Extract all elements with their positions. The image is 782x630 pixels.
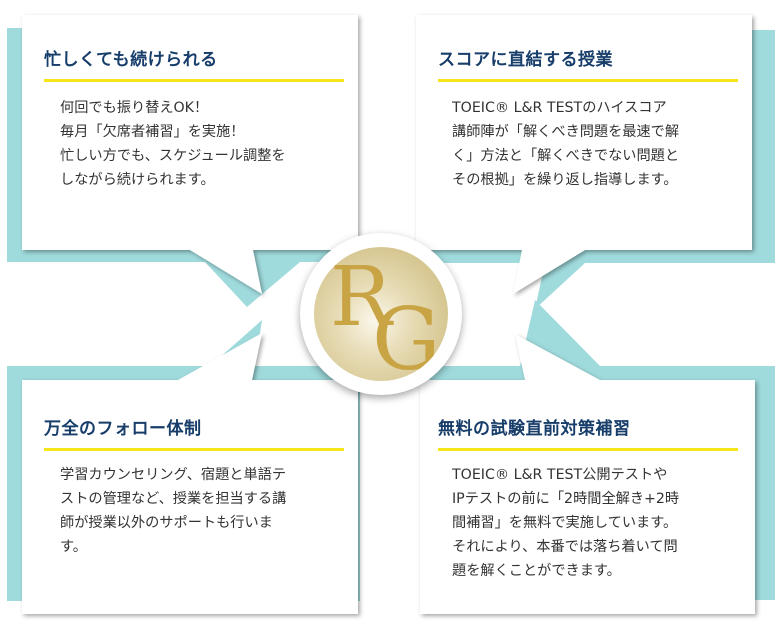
rg-logo: R G (300, 233, 462, 395)
title-underline (44, 79, 344, 82)
card-body: TOEIC® L&R TESTのハイスコア 講師陣が「解くべき問題を最速で解 く… (452, 100, 680, 188)
title-underline (438, 79, 738, 82)
title-underline (44, 448, 344, 451)
card-body: 何回でも振り替えOK！ 毎月「欠席者補習」を実施！ 忙しい方でも、スケジュール調… (60, 100, 286, 188)
card-title: スコアに直結する授業 (438, 50, 613, 70)
white-callouts (22, 15, 755, 614)
logo-letter-g: G (372, 290, 441, 381)
card-title: 万全のフォロー体制 (44, 419, 202, 439)
logo-medallion: R G (314, 247, 448, 381)
card-title: 無料の試験直前対策補習 (438, 419, 631, 439)
card-title: 忙しくても続けられる (44, 50, 218, 70)
logo-letter-r: R (330, 250, 392, 345)
card-body: 学習カウンセリング、宿題と単語テ ストの管理など、授業を担当する講 師が授業以外… (60, 467, 287, 555)
title-underline (438, 448, 738, 451)
card-body: TOEIC® L&R TEST公開テストや IPテストの前に「2時間全解き+2時… (452, 467, 680, 579)
